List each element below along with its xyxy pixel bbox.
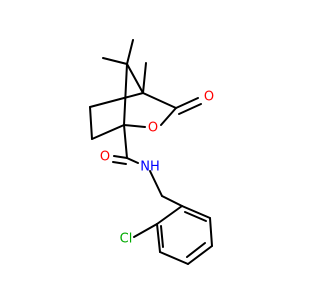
bond-bridgehead-to-ch2-a [89,92,144,108]
bond-ring-3-4 [187,245,213,265]
bond-ch2-b-to-bridgehead [91,124,125,140]
bond-bridge-to-bridgehead-bottom [123,63,128,126]
bond-amide-double-1 [113,155,128,159]
bond-amide-c-to-n [126,157,139,164]
bond-ch2-a-to-ch2-b [89,106,93,140]
structure-diagram: O O O NH Cl [89,39,214,265]
bond-carbonyl-double-2 [178,103,202,115]
bond-carbonyl-c-to-ring-o [160,107,177,126]
atom-cl: Cl [120,232,133,247]
bond-amide-double-2 [112,161,127,165]
bond-ring-1-2 [181,205,211,219]
bond-bridge-methyl-left [102,57,128,65]
bond-ch2-to-ring [161,195,183,207]
bond-bridgehead-methyl [142,62,147,94]
bond-ring-inner-c [160,225,164,248]
bond-bridge-methyl-right [126,39,134,65]
atom-o-carbonyl: O [204,90,214,105]
bond-ring-2-3 [209,217,213,247]
atom-labels: O O O NH Cl [100,90,214,247]
bond-ring-inner-a [184,211,207,222]
bond-ring-to-cl [133,223,158,238]
bond-n-to-ch2 [149,170,163,197]
bond-ring-4-5 [159,251,189,265]
bond-bridge-to-bridgehead-top [126,63,144,94]
bond-ring-5-6 [156,223,161,253]
bond-ring-inner-b [186,242,206,258]
bond-ring-6-1 [156,205,183,225]
bond-carbonyl-double-1 [175,97,199,109]
atom-o-amide: O [100,150,110,165]
atom-o-ring: O [148,121,158,136]
bond-ring-o-to-bridgehead [123,124,146,128]
bond-bridgehead-to-carbonyl-c [142,92,177,109]
bonds [89,39,213,265]
bond-bridgehead-to-amide-c [123,124,128,159]
atom-nh: NH [140,160,160,175]
